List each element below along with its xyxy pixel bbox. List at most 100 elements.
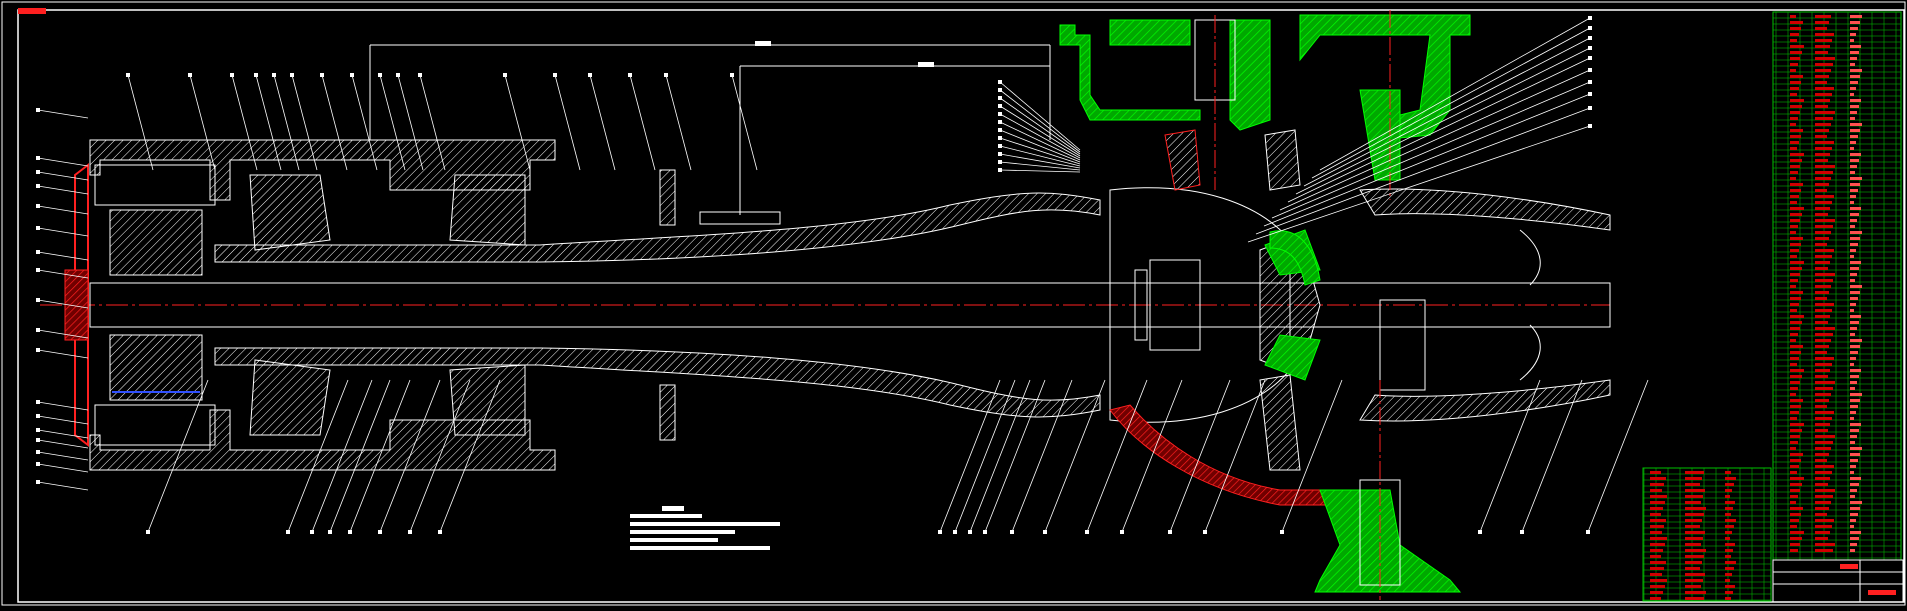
parts-entry-mark bbox=[1815, 435, 1835, 438]
secondary-entry-mark bbox=[1725, 531, 1732, 534]
parts-entry-mark bbox=[1850, 123, 1862, 126]
parts-entry-mark bbox=[1790, 51, 1802, 54]
parts-entry-mark bbox=[1790, 195, 1799, 198]
balloon-bottom bbox=[408, 530, 412, 534]
parts-entry-mark bbox=[1790, 285, 1796, 288]
balloon-bottom bbox=[968, 530, 972, 534]
secondary-entry-mark bbox=[1650, 579, 1667, 582]
parts-entry-mark bbox=[1815, 513, 1827, 516]
secondary-entry-mark bbox=[1685, 495, 1703, 498]
secondary-entry-mark bbox=[1725, 471, 1731, 474]
parts-entry-mark bbox=[1815, 327, 1835, 330]
parts-entry-mark bbox=[1815, 495, 1833, 498]
balloon-top bbox=[272, 73, 276, 77]
parts-entry-mark bbox=[1815, 195, 1834, 198]
parts-entry-mark bbox=[1790, 117, 1798, 120]
secondary-entry-mark bbox=[1725, 573, 1732, 576]
parts-entry-mark bbox=[1815, 207, 1830, 210]
parts-entry-mark bbox=[1790, 225, 1798, 228]
parts-entry-mark bbox=[1815, 93, 1832, 96]
parts-entry-mark bbox=[1850, 399, 1860, 402]
parts-entry-mark bbox=[1815, 99, 1830, 102]
secondary-entry-mark bbox=[1685, 555, 1704, 558]
balloon-top bbox=[588, 73, 592, 77]
top-gear-case bbox=[1109, 19, 1191, 46]
parts-entry-mark bbox=[1790, 15, 1796, 18]
balloon-top bbox=[730, 73, 734, 77]
leader-left bbox=[37, 227, 89, 237]
parts-entry-mark bbox=[1850, 99, 1861, 102]
parts-entry-mark bbox=[1790, 165, 1800, 168]
parts-entry-mark bbox=[1850, 471, 1854, 474]
parts-entry-mark bbox=[1850, 519, 1856, 522]
secondary-entry-mark bbox=[1725, 555, 1731, 558]
parts-entry-mark bbox=[1850, 189, 1858, 192]
parts-entry-mark bbox=[1815, 159, 1828, 162]
part-leaders bbox=[36, 16, 1649, 534]
parts-entry-mark bbox=[1790, 471, 1797, 474]
parts-entry-mark bbox=[1790, 459, 1801, 462]
secondary-entry-mark bbox=[1650, 495, 1667, 498]
parts-entry-mark bbox=[1790, 153, 1804, 156]
secondary-entry-mark bbox=[1725, 561, 1736, 564]
balloon-left bbox=[36, 268, 40, 272]
secondary-entry-mark bbox=[1685, 573, 1705, 576]
balloon-left bbox=[36, 170, 40, 174]
parts-entry-mark bbox=[1815, 465, 1834, 468]
parts-entry-mark bbox=[1815, 135, 1827, 138]
leader-flange bbox=[999, 145, 1081, 167]
leader-flange bbox=[999, 169, 1081, 173]
leader-flange bbox=[999, 153, 1081, 169]
parts-entry-mark bbox=[1850, 33, 1856, 36]
secondary-entry-mark bbox=[1725, 567, 1734, 570]
parts-entry-mark bbox=[1850, 105, 1859, 108]
parts-entry-mark bbox=[1815, 249, 1834, 252]
balloon-left bbox=[36, 250, 40, 254]
leader-bottom bbox=[1281, 379, 1343, 533]
parts-entry-mark bbox=[1850, 339, 1862, 342]
balloon-right bbox=[1588, 36, 1592, 40]
parts-entry-mark bbox=[1850, 453, 1860, 456]
parts-entry-mark bbox=[1850, 303, 1856, 306]
parts-entry-mark bbox=[1850, 483, 1859, 486]
bevel-segment bbox=[1269, 230, 1321, 286]
balloon-top bbox=[320, 73, 324, 77]
balloon-bottom bbox=[1085, 530, 1089, 534]
parts-entry-mark bbox=[1850, 51, 1859, 54]
balloon-bottom bbox=[378, 530, 382, 534]
balloon-left bbox=[36, 348, 40, 352]
balloon-flange bbox=[998, 128, 1002, 132]
balloon-left bbox=[36, 156, 40, 160]
parts-entry-mark bbox=[1815, 87, 1834, 90]
secondary-entry-mark bbox=[1725, 537, 1730, 540]
parts-entry-mark bbox=[1850, 429, 1859, 432]
leader-left bbox=[37, 205, 89, 215]
leader-left bbox=[37, 251, 89, 261]
parts-entry-mark bbox=[1815, 357, 1834, 360]
parts-entry-mark bbox=[1790, 93, 1797, 96]
parts-entry-mark bbox=[1850, 87, 1856, 90]
parts-entry-mark bbox=[1790, 201, 1797, 204]
secondary-entry-mark bbox=[1685, 501, 1701, 504]
leader-flange bbox=[999, 89, 1081, 153]
parts-entry-mark bbox=[1850, 363, 1854, 366]
parts-entry-mark bbox=[1815, 219, 1835, 222]
parts-entry-mark bbox=[1850, 45, 1861, 48]
parts-entry-mark bbox=[1850, 369, 1861, 372]
parts-entry-mark bbox=[1850, 201, 1854, 204]
parts-entry-mark bbox=[1815, 381, 1835, 384]
parts-entry-mark bbox=[1815, 213, 1828, 216]
parts-entry-mark bbox=[1815, 303, 1834, 306]
parts-entry-mark bbox=[1790, 105, 1802, 108]
parts-entry-mark bbox=[1815, 369, 1830, 372]
balloon-left bbox=[36, 450, 40, 454]
parts-entry-mark bbox=[1850, 501, 1862, 504]
parts-entry-mark bbox=[1850, 225, 1855, 228]
parts-entry-mark bbox=[1815, 471, 1832, 474]
secondary-entry-mark bbox=[1685, 567, 1700, 570]
parts-entry-mark bbox=[1790, 243, 1801, 246]
leader-bottom bbox=[1587, 379, 1649, 533]
secondary-entry-mark bbox=[1725, 513, 1731, 516]
secondary-entry-mark bbox=[1725, 477, 1736, 480]
leader-left bbox=[37, 109, 89, 119]
